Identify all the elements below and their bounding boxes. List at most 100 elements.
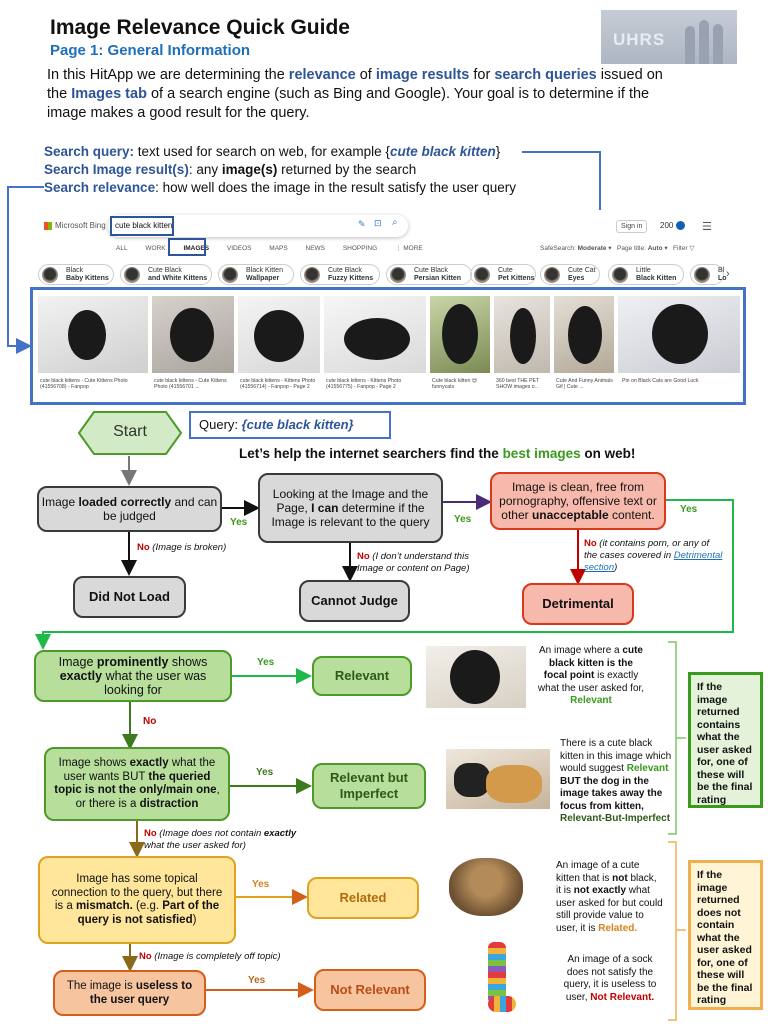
no-note-off-topic: No (Image is completely off topic) xyxy=(139,951,281,962)
search-icon[interactable]: ⌕ xyxy=(392,217,398,228)
example-image-relevant xyxy=(426,646,526,708)
no-note-cannot-judge: No (I don’t understand this Image or con… xyxy=(357,551,470,574)
result-image[interactable] xyxy=(324,296,426,373)
yes-label: Yes xyxy=(248,975,266,986)
result-image[interactable] xyxy=(430,296,490,373)
logo-text: UHRS xyxy=(613,30,666,49)
tab-news[interactable]: NEWS xyxy=(305,245,326,252)
sign-in-button[interactable]: Sign in xyxy=(616,220,648,233)
page-title: Image Relevance Quick Guide xyxy=(50,16,350,39)
mic-icon[interactable]: ✎ xyxy=(358,219,366,229)
result-caption[interactable]: cute black kittens - Kittens Photo (4155… xyxy=(326,378,402,391)
result-cannot-judge: Cannot Judge xyxy=(299,580,410,622)
intro-paragraph: In this HitApp we are determining the re… xyxy=(47,67,663,121)
definition-search-image-result: Search Image result(s): any image(s) ret… xyxy=(44,162,417,177)
tab-maps[interactable]: MAPS xyxy=(269,245,288,252)
no-note-not-exact: No (Image does not contain exactly what … xyxy=(144,828,297,851)
bing-nav-tabs: ALL WORK IMAGES VIDEOS MAPS NEWS SHOPPIN… xyxy=(116,244,439,252)
rating-note-negative: If the image returned does not contain w… xyxy=(688,860,763,1010)
decision-useless: The image is useless to the user query xyxy=(53,970,206,1016)
result-caption[interactable]: Cute And Funny Animals Gif | Cute ... xyxy=(556,378,613,391)
example-image-relevant-imperfect xyxy=(446,749,550,809)
tab-shopping[interactable]: SHOPPING xyxy=(342,245,378,252)
yes-label: Yes xyxy=(257,657,275,668)
tab-all[interactable]: ALL xyxy=(116,245,128,252)
result-caption[interactable]: cute black kittens - Kittens Photo (4155… xyxy=(240,378,316,391)
result-related: Related xyxy=(307,877,419,919)
decision-loaded-correctly: Image loaded correctly and can be judged xyxy=(37,486,222,532)
result-image[interactable] xyxy=(38,296,148,373)
result-image[interactable] xyxy=(618,296,740,373)
result-relevant: Relevant xyxy=(312,656,412,696)
bing-filters[interactable]: SafeSearch: Moderate ▾ Page title: Auto … xyxy=(540,245,695,252)
hamburger-menu-icon[interactable]: ☰ xyxy=(702,221,712,233)
filter-icon: ▽ xyxy=(689,245,695,252)
result-detrimental: Detrimental xyxy=(522,583,634,625)
tab-videos[interactable]: VIDEOS xyxy=(226,245,252,252)
decision-prominently-shows: Image prominently shows exactly what the… xyxy=(34,650,232,702)
yes-label: Yes xyxy=(680,504,698,515)
result-image[interactable] xyxy=(238,296,320,373)
example-image-not-relevant xyxy=(482,940,516,1020)
rating-note-positive: If the image returned contains what the … xyxy=(688,672,763,808)
result-caption[interactable]: Pin on Black Cats are Good Luck xyxy=(622,378,699,384)
no-label: No xyxy=(143,716,157,727)
yes-label: Yes xyxy=(230,517,248,528)
example-text-relevant-imperfect: There is a cute black kitten in this ima… xyxy=(560,738,672,824)
decision-exact-but-distraction: Image shows exactly what the user wants … xyxy=(44,747,230,821)
bing-logo: Microsoft Bing xyxy=(44,221,106,230)
result-caption[interactable]: 360 best THE PET SHOW images o... xyxy=(496,378,540,391)
result-image[interactable] xyxy=(494,296,550,373)
result-did-not-load: Did Not Load xyxy=(73,576,186,618)
image-results-strip: cute black kittens - Cute Kittens Photo … xyxy=(30,287,746,405)
result-caption[interactable]: cute black kittens - Cute Kittens Photo … xyxy=(154,378,227,391)
no-note-detrimental: No (it contains porn, or any of the case… xyxy=(584,538,723,573)
yes-label: Yes xyxy=(252,879,270,890)
decision-can-determine: Looking at the Image and the Page, I can… xyxy=(258,473,443,543)
result-image[interactable] xyxy=(554,296,614,373)
bing-search-bar[interactable] xyxy=(108,215,408,237)
no-note-broken: No (Image is broken) xyxy=(137,542,227,553)
start-label: Start xyxy=(113,423,147,440)
result-relevant-but-imperfect: Relevant but Imperfect xyxy=(312,763,426,809)
example-image-related xyxy=(435,852,539,922)
tab-more[interactable]: ⋮ MORE xyxy=(394,245,423,252)
bing-search-input[interactable]: cute black kitten xyxy=(110,216,174,236)
decision-topical-mismatch: Image has some topical connection to the… xyxy=(38,856,236,944)
images-tab-highlight xyxy=(168,238,206,256)
definition-search-query: Search query: text used for search on we… xyxy=(44,144,501,159)
example-text-not-relevant: An image of a sock does not satisfy the … xyxy=(563,954,657,1003)
yes-label: Yes xyxy=(256,767,274,778)
decision-clean-content: Image is clean, free from pornography, o… xyxy=(490,472,666,530)
rewards-points[interactable]: 200 xyxy=(660,221,685,231)
start-node xyxy=(78,411,182,455)
tagline: Let’s help the internet searchers find t… xyxy=(239,446,636,461)
result-caption[interactable]: cute black kittens - Cute Kittens Photo … xyxy=(40,378,128,391)
result-not-relevant: Not Relevant xyxy=(314,969,426,1011)
detrimental-section-link[interactable]: Detrimental section xyxy=(584,550,723,573)
tab-images[interactable]: IMAGES xyxy=(183,245,210,252)
query-box: Query: {cute black kitten} xyxy=(189,411,391,439)
visual-search-icon[interactable]: ⊡ xyxy=(374,218,382,228)
example-text-relevant: An image where a cute black kitten is th… xyxy=(537,645,645,706)
chevron-right-icon[interactable]: › xyxy=(726,268,730,280)
flowchart-connectors xyxy=(35,456,734,1021)
example-text-related: An image of a cute kitten that is not bl… xyxy=(556,860,663,934)
result-caption[interactable]: Cute black kitten 😍 funnycats xyxy=(432,378,478,391)
tab-work[interactable]: WORK xyxy=(145,245,166,252)
result-image[interactable] xyxy=(152,296,234,373)
page-subtitle: Page 1: General Information xyxy=(50,42,251,59)
yes-label: Yes xyxy=(454,514,472,525)
definition-search-relevance: Search relevance: how well does the imag… xyxy=(44,180,517,195)
uhrs-logo: UHRS xyxy=(601,10,737,64)
